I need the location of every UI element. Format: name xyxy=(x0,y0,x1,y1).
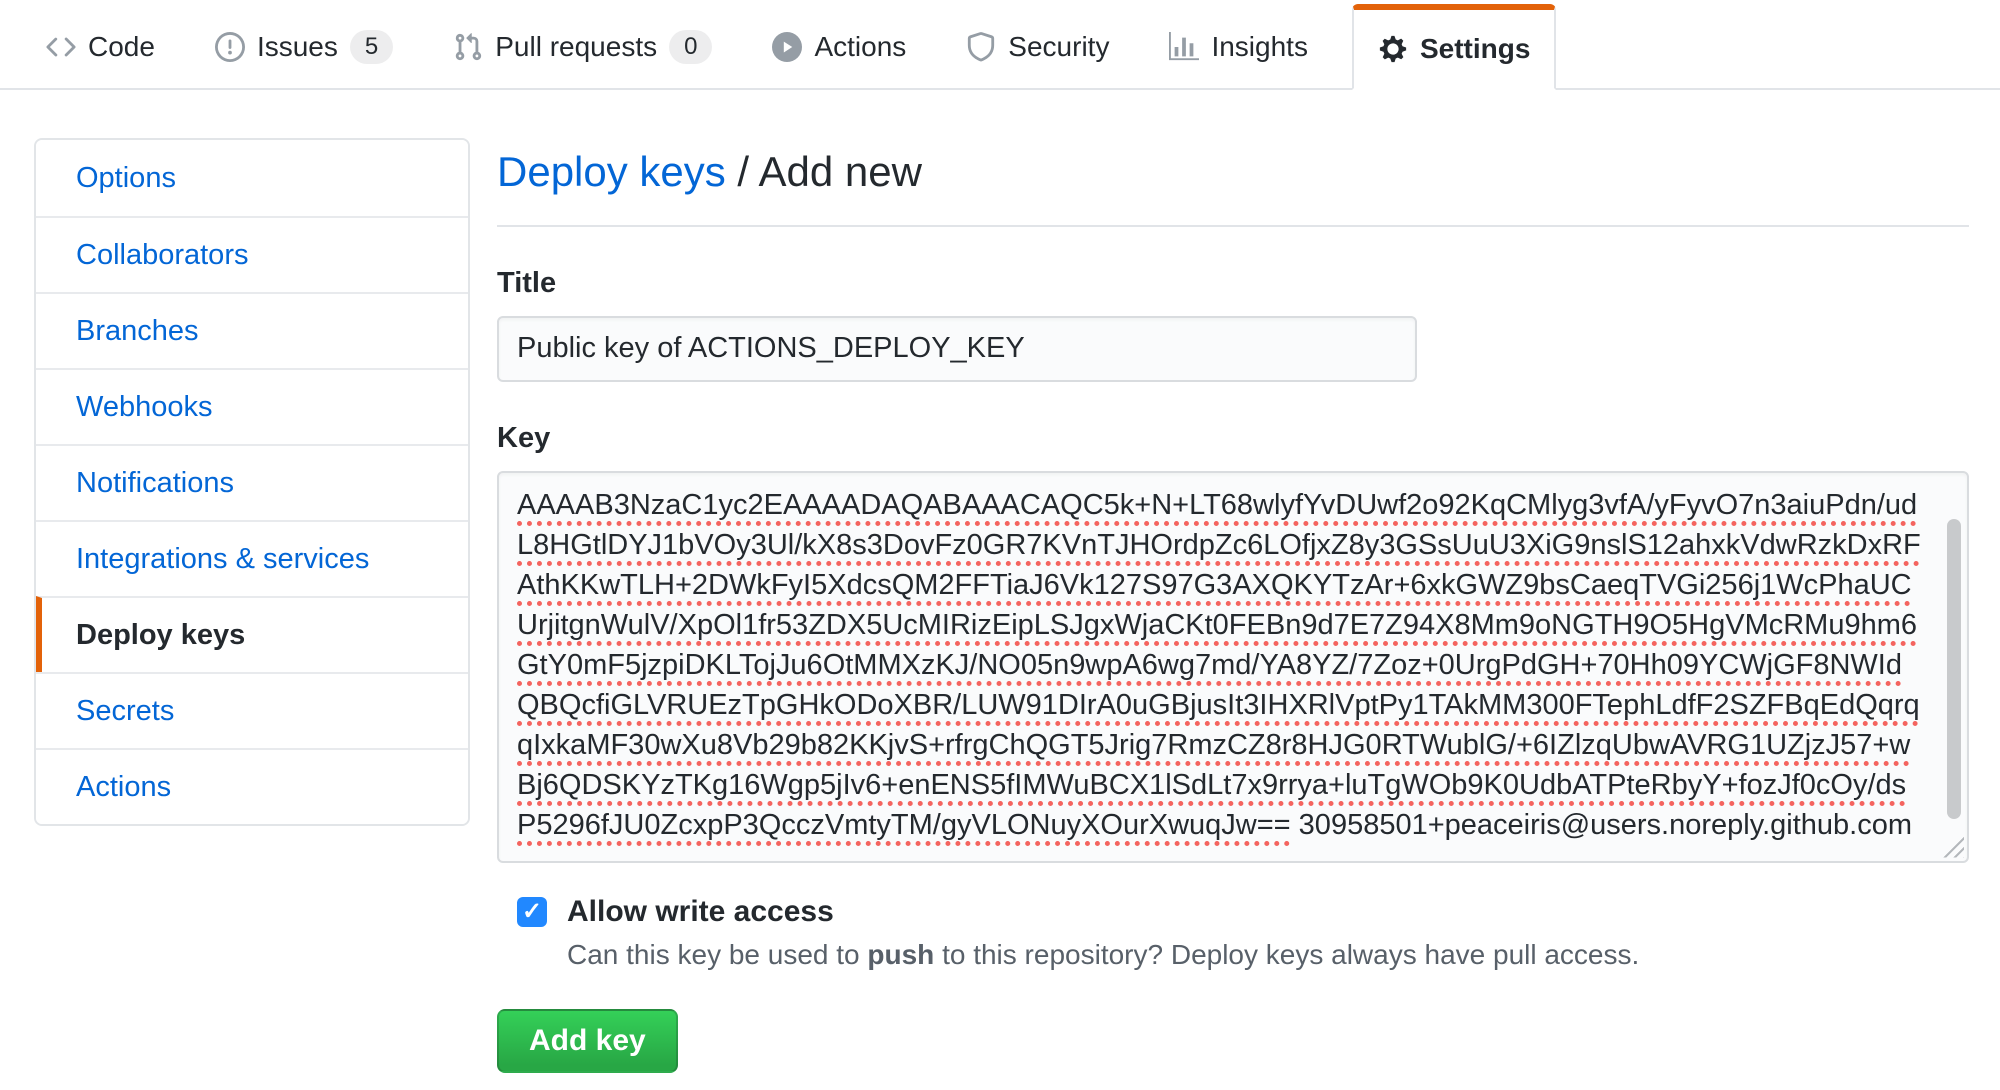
add-key-button[interactable]: Add key xyxy=(497,1008,678,1073)
shield-icon xyxy=(966,32,996,62)
tab-label: Security xyxy=(1008,31,1110,62)
allow-write-access-note: Can this key be used to push to this rep… xyxy=(567,938,1640,970)
allow-write-access-label: Allow write access xyxy=(567,894,834,928)
key-label: Key xyxy=(497,421,551,454)
sidebar-item-options[interactable]: Options xyxy=(36,140,468,216)
page-title: Deploy keys / Add new xyxy=(497,146,1969,227)
sidebar-item-integrations-services[interactable]: Integrations & services xyxy=(36,520,468,596)
title-input[interactable] xyxy=(497,315,1417,382)
tab-actions[interactable]: Actions xyxy=(756,6,922,88)
pull-requests-count-badge: 0 xyxy=(669,30,713,64)
gear-icon xyxy=(1378,34,1408,64)
tab-code[interactable]: Code xyxy=(30,6,171,88)
issue-opened-icon xyxy=(214,32,245,62)
issues-count-badge: 5 xyxy=(349,30,394,64)
tab-pull-requests[interactable]: Pull requests 0 xyxy=(437,6,728,88)
textarea-scrollbar-thumb[interactable] xyxy=(1947,518,1961,819)
deploy-key-form: Deploy keys / Add new Title Key AAAAB3Nz… xyxy=(497,146,1969,1073)
title-label: Title xyxy=(497,266,557,299)
sidebar-item-notifications[interactable]: Notifications xyxy=(36,444,468,520)
sidebar-item-actions[interactable]: Actions xyxy=(36,748,468,824)
tab-label: Insights xyxy=(1211,31,1308,62)
play-circle-icon xyxy=(772,32,803,62)
key-value: AAAAB3NzaC1yc2EAAAADAQABAAACAQC5k+N+LT68… xyxy=(517,488,1921,841)
key-comment: 30958501+peaceiris@users.noreply.github.… xyxy=(1290,808,1912,841)
repo-tab-nav: Code Issues 5 Pull requests 0 Actions Se… xyxy=(0,0,2000,90)
sidebar-item-branches[interactable]: Branches xyxy=(36,292,468,368)
sidebar-item-secrets[interactable]: Secrets xyxy=(36,672,468,748)
pull-request-icon xyxy=(453,32,483,62)
tab-label: Code xyxy=(88,31,155,62)
sidebar-item-webhooks[interactable]: Webhooks xyxy=(36,368,468,444)
settings-sidebar: Options Collaborators Branches Webhooks … xyxy=(34,138,470,826)
tab-label: Settings xyxy=(1419,33,1531,64)
code-icon xyxy=(46,32,76,62)
sidebar-item-collaborators[interactable]: Collaborators xyxy=(36,216,468,292)
tab-insights[interactable]: Insights xyxy=(1153,6,1324,88)
breadcrumb-current: Add new xyxy=(758,148,922,195)
key-textarea[interactable]: AAAAB3NzaC1yc2EAAAADAQABAAACAQC5k+N+LT68… xyxy=(497,470,1969,863)
allow-write-access-row: Allow write access xyxy=(497,895,1969,929)
breadcrumb-separator: / xyxy=(725,148,759,195)
tab-security[interactable]: Security xyxy=(950,6,1125,88)
graph-icon xyxy=(1169,32,1200,62)
sidebar-item-deploy-keys[interactable]: Deploy keys xyxy=(36,596,468,672)
tab-label: Actions xyxy=(814,31,907,62)
deploy-keys-link[interactable]: Deploy keys xyxy=(497,148,726,195)
tab-issues[interactable]: Issues 5 xyxy=(199,6,409,88)
key-text: AAAAB3NzaC1yc2EAAAADAQABAAACAQC5k+N+LT68… xyxy=(499,473,1967,857)
allow-write-access-checkbox[interactable] xyxy=(517,896,547,927)
tab-label: Issues xyxy=(256,31,338,62)
tab-settings[interactable]: Settings xyxy=(1351,4,1557,90)
tab-label: Pull requests xyxy=(495,31,658,62)
